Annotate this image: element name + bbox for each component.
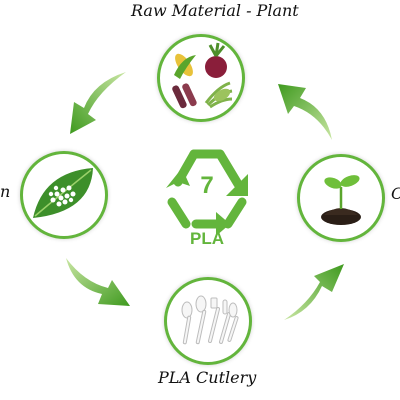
cutlery-node — [164, 277, 252, 365]
arrow-top-left — [70, 72, 126, 134]
arrow-bottom-left — [66, 258, 130, 306]
sprout-node — [297, 154, 385, 242]
recycling-code: 7 — [200, 172, 214, 199]
leaf-label-fragment: n — [0, 182, 11, 201]
seedling-in-soil-icon — [321, 175, 361, 225]
leaf-with-pellets-icon — [33, 168, 93, 218]
vegetables-icon — [172, 42, 233, 109]
arrow-bottom-right — [284, 264, 344, 320]
raw-material-node — [157, 34, 245, 122]
material-name: PLA — [190, 229, 224, 248]
sprout-label-fragment: C — [391, 186, 400, 202]
cutlery-label: PLA Cutlery — [158, 368, 257, 387]
leaf-node — [20, 151, 108, 239]
arrow-top-right — [278, 84, 332, 140]
raw-material-label: Raw Material - Plant — [131, 1, 299, 20]
recycling-triangle-icon — [166, 149, 248, 236]
plastic-cutlery-icon — [181, 295, 239, 345]
recycling-symbol: 7 PLA — [156, 140, 258, 248]
